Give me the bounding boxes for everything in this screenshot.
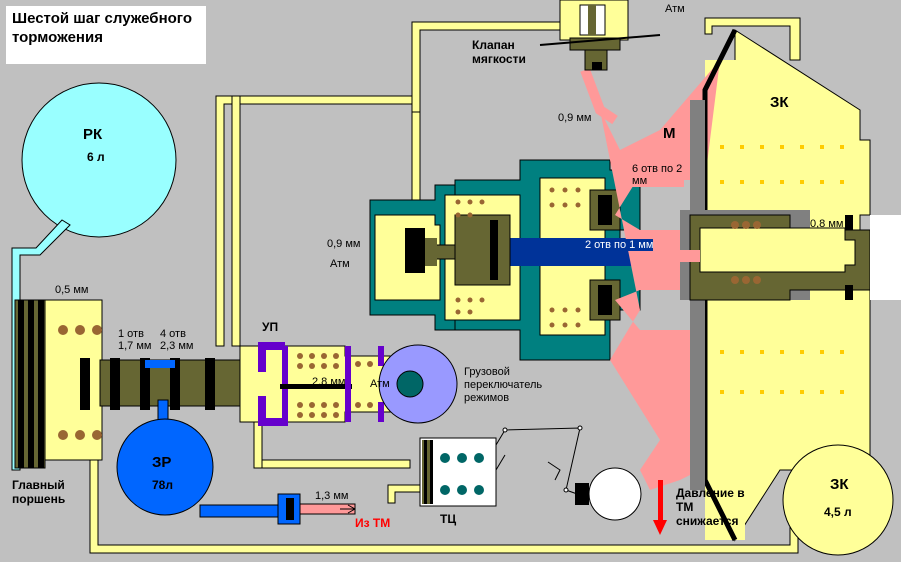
holes-4-label: 4 отв 2,3 мм <box>160 328 194 352</box>
atm-top-label: Атм <box>665 3 685 15</box>
mode-switch-label: Грузовой переключатель режимов <box>464 366 543 404</box>
rk-label: РК <box>83 126 103 143</box>
main-piston-label: Главный поршень <box>12 478 66 506</box>
from-tm-arrow <box>340 504 356 514</box>
pressure-sensor <box>575 467 642 521</box>
diagram-title: Шестой шаг служебного торможения <box>6 6 206 64</box>
rk-volume: 6 л <box>87 150 105 164</box>
tc-block <box>419 437 497 507</box>
holes-2-label: 2 отв по 1 мм <box>585 239 654 251</box>
from-tm-label: Из ТМ <box>355 516 391 530</box>
pressure-drop-arrow <box>653 480 667 535</box>
tc-label: ТЦ <box>440 512 457 526</box>
reservoir-zr <box>116 399 356 525</box>
zk-small-label: ЗК <box>830 476 849 493</box>
atm-up-label: Атм <box>370 378 390 390</box>
zk-main-label: ЗК <box>770 94 789 111</box>
main-piston-body <box>14 299 247 469</box>
up-label: УП <box>262 320 279 334</box>
diameter-09-left: 0,9 мм <box>327 238 361 250</box>
zk-small-volume: 4,5 л <box>824 505 852 519</box>
holes-1-label: 1 отв 1,7 мм <box>118 328 152 352</box>
diameter-05: 0,5 мм <box>55 284 89 296</box>
holes-6-label: 6 отв по 2 мм <box>632 163 684 187</box>
stem <box>660 214 901 301</box>
atm-left-label: Атм <box>330 258 350 270</box>
diameter-08: 0,8 мм <box>810 218 844 230</box>
zr-volume: 78л <box>152 478 173 492</box>
diameter-09-top: 0,9 мм <box>558 112 592 124</box>
diameter-28: 2,8 мм <box>312 376 346 388</box>
diameter-13: 1,3 мм <box>315 490 349 502</box>
softness-valve <box>539 0 661 71</box>
linkage <box>495 425 583 496</box>
softness-valve-label: Клапан мягкости <box>472 38 526 66</box>
zr-label: ЗР <box>152 454 172 471</box>
valve-body <box>369 159 701 361</box>
reservoir-zk-small <box>782 444 894 556</box>
m-label: М <box>663 125 676 142</box>
up-cylinder <box>239 342 458 426</box>
pressure-drop-label: Давление в ТМ снижается <box>676 486 745 528</box>
